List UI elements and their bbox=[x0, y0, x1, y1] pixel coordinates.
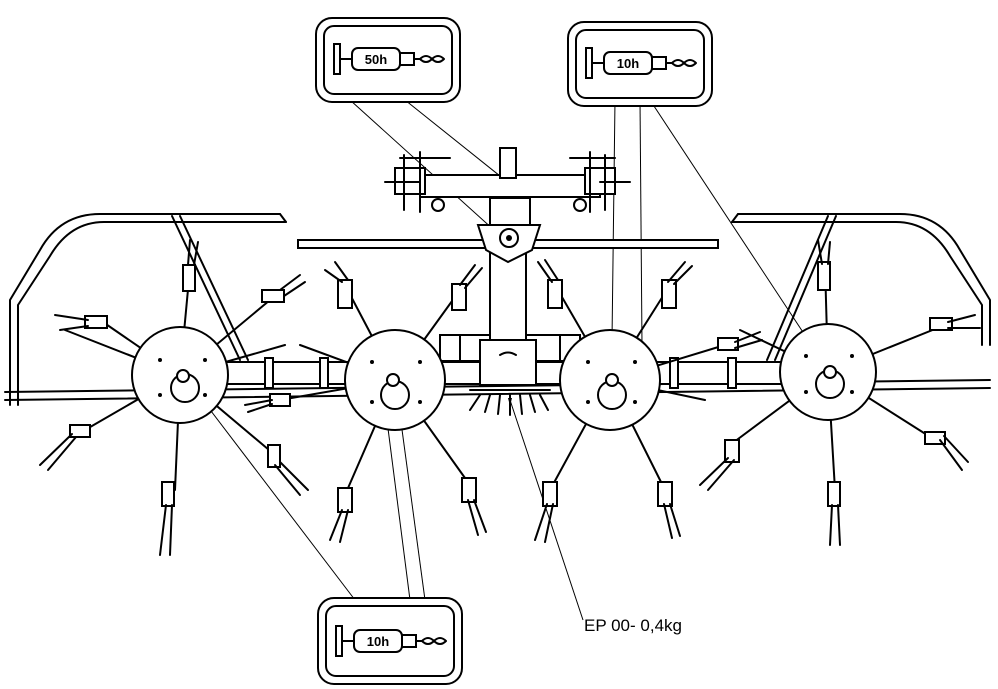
central-gearbox bbox=[469, 389, 551, 416]
oil-drop-icon bbox=[671, 59, 697, 67]
headstock bbox=[384, 147, 631, 386]
grease-gun-icon: 50h bbox=[333, 43, 421, 75]
rotor-2-tines bbox=[244, 261, 487, 543]
rotor-4-tines bbox=[699, 239, 981, 546]
rotor-1-tines bbox=[39, 239, 309, 556]
oil-drop-icon bbox=[421, 637, 447, 645]
grease-spec-note: EP 00- 0,4kg bbox=[584, 616, 682, 635]
callout-interval-label: 50h bbox=[365, 52, 387, 67]
callout-grease-10h-bottom: 10h bbox=[317, 597, 463, 685]
leader-lines bbox=[194, 99, 819, 621]
oil-drop-icon bbox=[419, 55, 445, 63]
grease-gun-icon: 10h bbox=[335, 625, 423, 657]
rotor-1 bbox=[39, 239, 309, 556]
grease-gun-icon: 10h bbox=[585, 47, 673, 79]
rotor-3-tines bbox=[534, 259, 763, 543]
callout-grease-50h: 50h bbox=[315, 17, 461, 103]
callout-interval-label: 10h bbox=[617, 56, 639, 71]
rotor-3 bbox=[534, 259, 763, 543]
guard-frame-left bbox=[9, 213, 287, 406]
rotor-2 bbox=[244, 261, 487, 543]
rotor-4 bbox=[699, 239, 981, 546]
callout-grease-10h-top: 10h bbox=[567, 21, 713, 107]
callout-interval-label: 10h bbox=[367, 634, 389, 649]
